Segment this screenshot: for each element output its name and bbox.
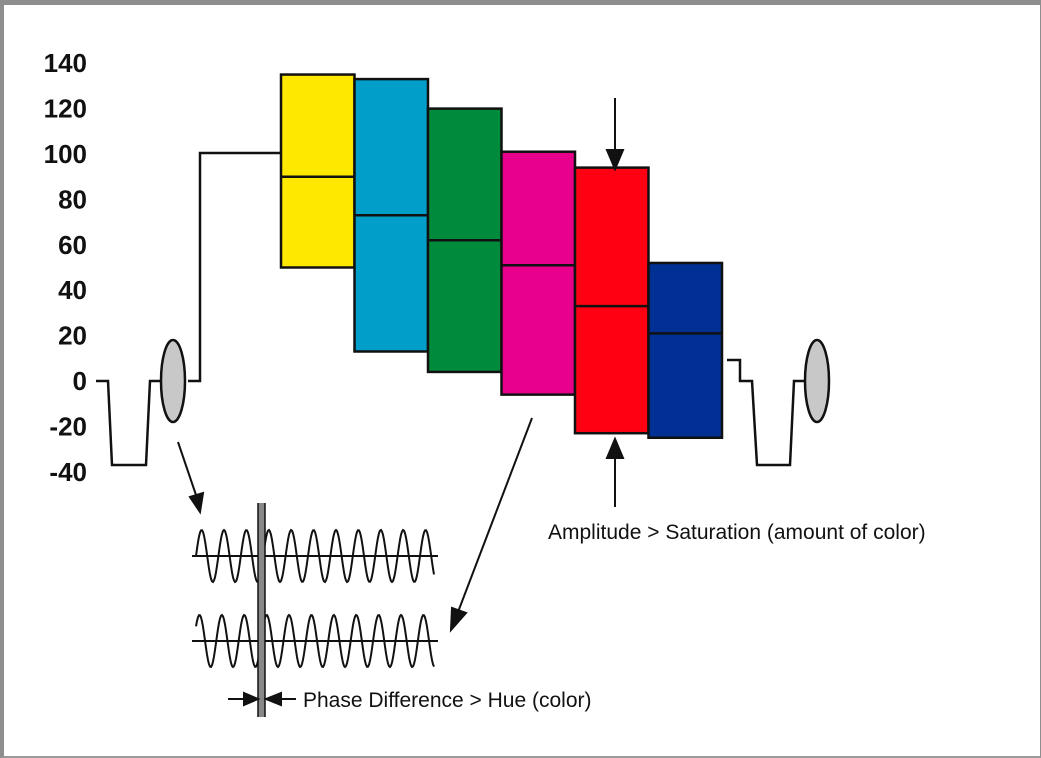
y-tick-label: 0 (73, 366, 87, 396)
y-tick-label: 100 (44, 139, 87, 169)
y-tick-label: 80 (58, 184, 87, 214)
color-bar-red (573, 166, 650, 435)
color-bars (279, 73, 724, 439)
phase-difference-arrows (228, 691, 296, 707)
saturation-label: Amplitude > Saturation (amount of color) (548, 521, 926, 544)
shifted-sine-wave (195, 613, 435, 669)
y-tick-label: 60 (58, 230, 87, 260)
color-bar-yellow (279, 73, 356, 269)
phase-waves (192, 528, 438, 669)
saturation-arrows (605, 98, 625, 507)
color-burst-left (159, 338, 187, 424)
y-tick-label: 40 (58, 275, 87, 305)
color-bar-blue (647, 261, 724, 439)
color-bar-magenta (500, 150, 577, 396)
hue-pointer-arrows (177, 417, 533, 633)
color-burst-right (803, 338, 831, 424)
y-tick-label: 20 (58, 321, 87, 351)
y-tick-label: -20 (49, 411, 87, 441)
y-tick-label: 120 (44, 94, 87, 124)
hue-label: Phase Difference > Hue (color) (303, 689, 592, 712)
y-tick-label: -40 (49, 457, 87, 487)
phase-indicator (257, 503, 266, 717)
y-tick-label: 140 (44, 48, 87, 78)
reference-sine-wave (195, 528, 435, 584)
signal-waveform (96, 151, 804, 467)
y-axis-ticks: 140 120 100 80 60 40 20 0 -20 -40 (44, 48, 87, 487)
